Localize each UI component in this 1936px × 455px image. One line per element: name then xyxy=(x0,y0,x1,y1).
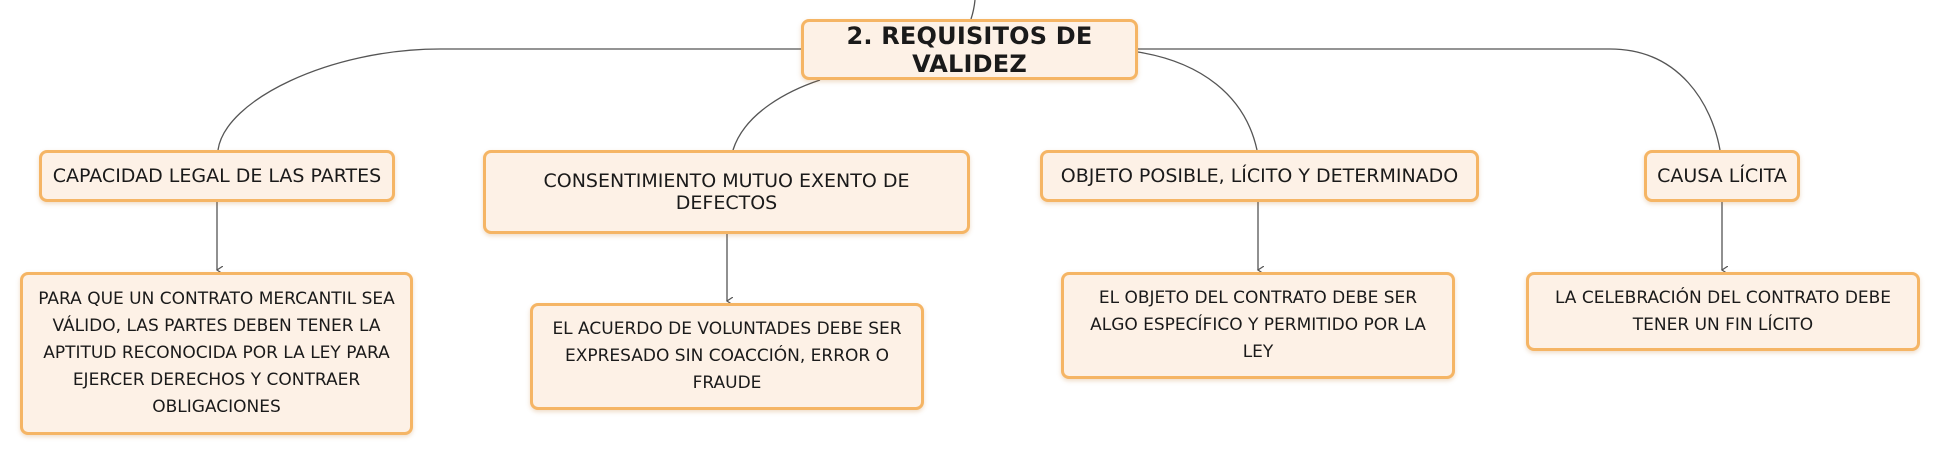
subtopic-text: PARA QUE UN CONTRATO MERCANTIL SEA VÁLID… xyxy=(38,289,395,417)
connector-root-cat-2 xyxy=(732,79,821,151)
subtopic-capacidad-legal[interactable]: PARA QUE UN CONTRATO MERCANTIL SEA VÁLID… xyxy=(20,272,413,435)
topic-causa-licita[interactable]: CAUSA LÍCITA xyxy=(1644,150,1800,202)
topic-label: CONSENTIMIENTO MUTUO EXENTO DE DEFECTOS xyxy=(543,170,910,214)
topic-label: CAUSA LÍCITA xyxy=(1657,165,1787,187)
topic-capacidad-legal[interactable]: CAPACIDAD LEGAL DE LAS PARTES xyxy=(39,150,395,202)
connector-root-cat-1 xyxy=(217,48,801,151)
subtopic-causa-licita[interactable]: LA CELEBRACIÓN DEL CONTRATO DEBE TENER U… xyxy=(1526,272,1920,351)
root-topic-label: 2. REQUISITOS DE VALIDEZ xyxy=(846,21,1093,78)
topic-objeto-posible[interactable]: OBJETO POSIBLE, LÍCITO Y DETERMINADO xyxy=(1040,150,1479,202)
subtopic-text: LA CELEBRACIÓN DEL CONTRATO DEBE TENER U… xyxy=(1554,287,1892,335)
topic-label: OBJETO POSIBLE, LÍCITO Y DETERMINADO xyxy=(1060,165,1459,187)
subtopic-text: EL OBJETO DEL CONTRATO DEBE SER ALGO ESP… xyxy=(1090,288,1426,362)
subtopic-objeto-posible[interactable]: EL OBJETO DEL CONTRATO DEBE SER ALGO ESP… xyxy=(1061,272,1455,379)
connector-root-cat-3 xyxy=(1137,51,1258,151)
subtopic-text: EL ACUERDO DE VOLUNTADES DEBE SER EXPRES… xyxy=(552,319,902,393)
parent-connector xyxy=(970,0,976,20)
topic-consentimiento-mutuo[interactable]: CONSENTIMIENTO MUTUO EXENTO DE DEFECTOS xyxy=(483,150,970,234)
root-topic[interactable]: 2. REQUISITOS DE VALIDEZ xyxy=(801,19,1138,80)
topic-label: CAPACIDAD LEGAL DE LAS PARTES xyxy=(52,165,382,187)
connector-root-cat-4 xyxy=(1138,48,1721,151)
subtopic-consentimiento-mutuo[interactable]: EL ACUERDO DE VOLUNTADES DEBE SER EXPRES… xyxy=(530,303,924,410)
